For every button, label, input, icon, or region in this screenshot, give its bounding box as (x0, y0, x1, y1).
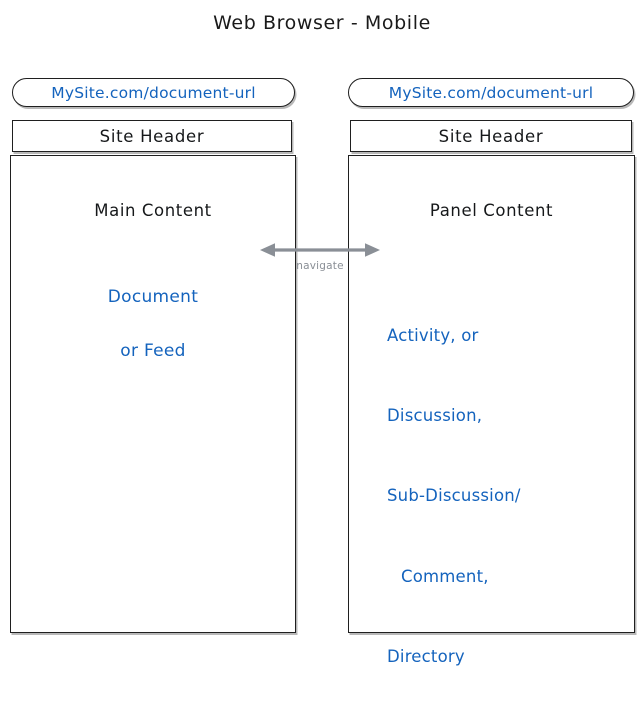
panel-content-list: Activity, or Discussion, Sub-Discussion/… (387, 269, 521, 725)
panel-list-item-3: Sub-Discussion/ (387, 486, 521, 506)
panel-content-heading: Panel Content (429, 201, 554, 220)
url-bar-left[interactable]: MySite.com/document-url (12, 78, 295, 107)
site-header-label-right: Site Header (438, 126, 544, 146)
panel-list-item-4: Comment, (401, 566, 489, 586)
url-bar-right[interactable]: MySite.com/document-url (348, 78, 634, 107)
main-content-box: Main Content Document or Feed (10, 155, 296, 633)
navigate-arrow-label: navigate (296, 260, 344, 272)
page-title: Web Browser - Mobile (213, 12, 431, 34)
site-header-left: Site Header (12, 120, 292, 152)
navigate-arrow (258, 238, 382, 262)
main-content-line-1: Document (107, 287, 199, 307)
main-content-heading: Main Content (94, 201, 212, 220)
diagram-canvas: Web Browser - Mobile MySite.com/document… (10, 12, 635, 666)
site-header-right: Site Header (350, 120, 632, 152)
bidirectional-arrow-icon (260, 243, 380, 257)
site-header-label-left: Site Header (99, 126, 205, 146)
panel-list-item-1: Activity, or (387, 325, 479, 345)
url-text-right: MySite.com/document-url (388, 83, 594, 102)
panel-content-box: Panel Content Activity, or Discussion, S… (348, 155, 635, 666)
panel-list-item-5: Directory (387, 647, 465, 667)
panel-list-item-2: Discussion, (387, 405, 483, 425)
main-content-line-2: or Feed (120, 341, 186, 361)
url-text-left: MySite.com/document-url (51, 83, 256, 102)
